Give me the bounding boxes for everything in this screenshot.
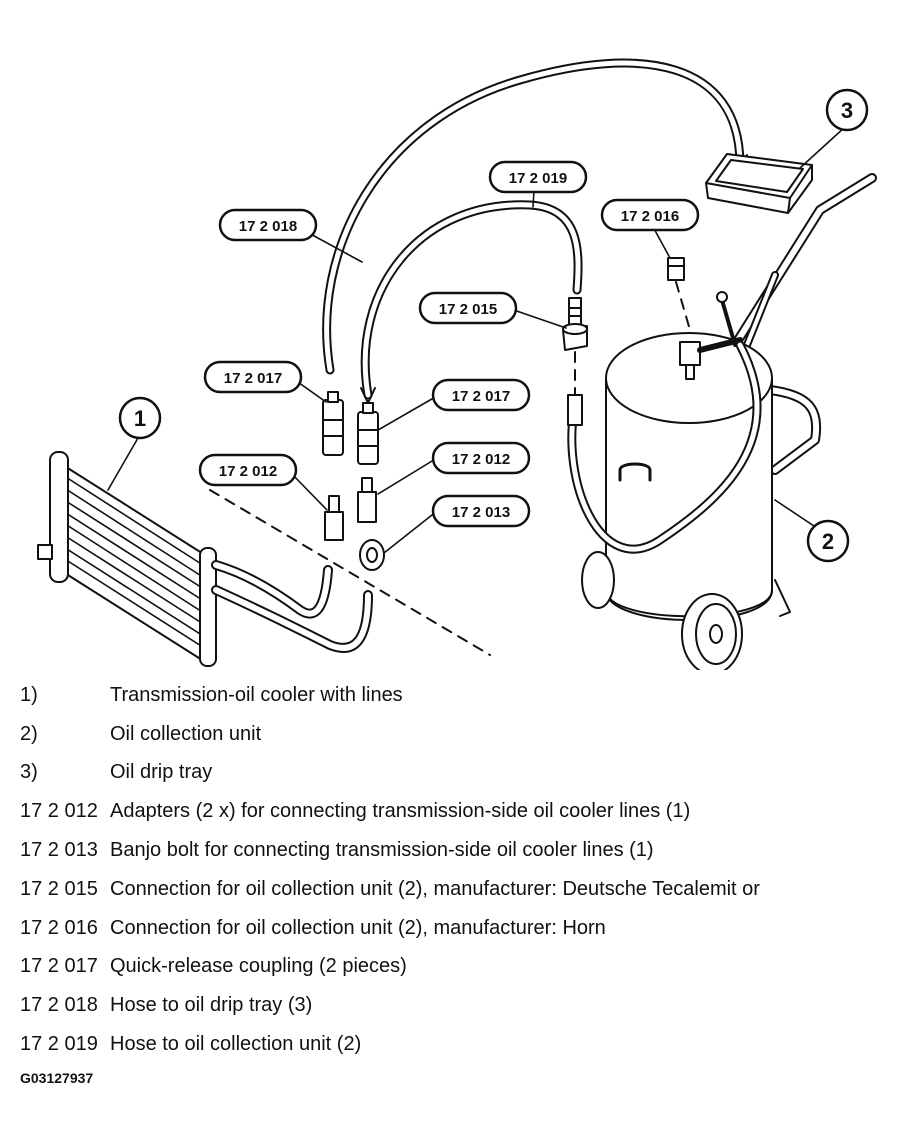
callout-017-2-018 xyxy=(218,208,318,242)
callout-017-2-016 xyxy=(600,198,700,232)
legend-row: 2) Oil collection unit xyxy=(20,715,880,754)
transmission-oil-cooler xyxy=(37,451,373,667)
callout-label-017-2-016: 17 2 016 xyxy=(621,208,679,225)
service-diagram: 17 2 018 17 2 019 17 2 016 17 2 015 17 2… xyxy=(37,58,877,670)
legend-row: 17 2 016 Connection for oil collection un… xyxy=(20,909,880,948)
connection-017-2-015 xyxy=(562,297,588,351)
legend-key: 3) xyxy=(20,761,38,784)
legend-row: 17 2 017 Quick-release coupling (2 pieces… xyxy=(20,948,880,987)
callout-017-2-019 xyxy=(488,160,588,194)
callout-label-017-2-018: 17 2 018 xyxy=(239,218,297,235)
callout-number-1: 1 xyxy=(134,406,146,431)
legend-text: Connection for oil collection unit (2), … xyxy=(110,916,606,939)
callout-017-2-012-right xyxy=(431,441,531,475)
quick-release-coupling-left xyxy=(322,391,344,456)
legend-text: Oil collection unit xyxy=(110,722,262,745)
callout-circle-1 xyxy=(118,396,162,440)
legend-key: 17 2 017 xyxy=(20,955,98,978)
callout-label-017-2-017-left: 17 2 017 xyxy=(224,370,282,387)
callout-number-2: 2 xyxy=(822,529,834,554)
assembly-guide-lines xyxy=(209,281,691,656)
oil-drip-tray xyxy=(705,153,813,214)
legend: 1) Transmission-oil cooler with lines 2) O… xyxy=(20,676,880,1064)
legend-text: Hose to oil drip tray (3) xyxy=(110,994,313,1017)
legend-key: 17 2 019 xyxy=(20,1033,98,1056)
callout-label-017-2-013: 17 2 013 xyxy=(452,504,510,521)
legend-text: Adapters (2 x) for connecting transmissi… xyxy=(110,800,691,823)
legend-key: 17 2 015 xyxy=(20,877,98,900)
legend-text: Banjo bolt for connecting transmission-s… xyxy=(110,839,654,862)
callout-label-017-2-019: 17 2 019 xyxy=(509,170,567,187)
adapter-right xyxy=(357,477,377,523)
callout-017-2-013 xyxy=(431,494,531,528)
figure-code: G03127937 xyxy=(20,1070,94,1086)
callout-number-3: 3 xyxy=(841,98,853,123)
banjo-bolt xyxy=(359,539,385,571)
legend-text: Transmission-oil cooler with lines xyxy=(110,683,403,706)
legend-row: 17 2 019 Hose to oil collection unit (2) xyxy=(20,1025,880,1064)
legend-text: Connection for oil collection unit (2), … xyxy=(110,877,760,900)
legend-text: Oil drip tray xyxy=(110,761,213,784)
callout-label-017-2-017-right: 17 2 017 xyxy=(452,388,510,405)
legend-row: 17 2 013 Banjo bolt for connecting transm… xyxy=(20,831,880,870)
connection-017-2-016 xyxy=(667,257,685,281)
callout-017-2-017-left xyxy=(203,360,303,394)
legend-row: 17 2 012 Adapters (2 x) for connecting tr… xyxy=(20,792,880,831)
leader-lines xyxy=(107,126,846,554)
oil-collection-unit xyxy=(567,173,877,670)
callout-label-017-2-015: 17 2 015 xyxy=(439,301,497,318)
legend-key: 17 2 018 xyxy=(20,994,98,1017)
callout-label-017-2-012-right: 17 2 012 xyxy=(452,451,510,468)
legend-key: 1) xyxy=(20,683,38,706)
callout-circle-2 xyxy=(806,519,850,563)
callout-017-2-012-left xyxy=(198,453,298,487)
legend-key: 17 2 016 xyxy=(20,916,98,939)
legend-text: Quick-release coupling (2 pieces) xyxy=(110,955,407,978)
callout-017-2-017-right xyxy=(431,378,531,412)
quick-release-coupling-right xyxy=(357,402,379,465)
legend-key: 17 2 012 xyxy=(20,800,98,823)
callout-label-017-2-012-left: 17 2 012 xyxy=(219,463,277,480)
callout-circle-3 xyxy=(825,88,869,132)
legend-key: 2) xyxy=(20,722,38,745)
legend-row: 1) Transmission-oil cooler with lines xyxy=(20,676,880,715)
legend-row: 3) Oil drip tray xyxy=(20,754,880,793)
callout-017-2-015 xyxy=(418,291,518,325)
adapter-left xyxy=(324,495,344,541)
legend-key: 17 2 013 xyxy=(20,839,98,862)
legend-row: 17 2 015 Connection for oil collection un… xyxy=(20,870,880,909)
legend-row: 17 2 018 Hose to oil drip tray (3) xyxy=(20,986,880,1025)
legend-text: Hose to oil collection unit (2) xyxy=(110,1033,362,1056)
